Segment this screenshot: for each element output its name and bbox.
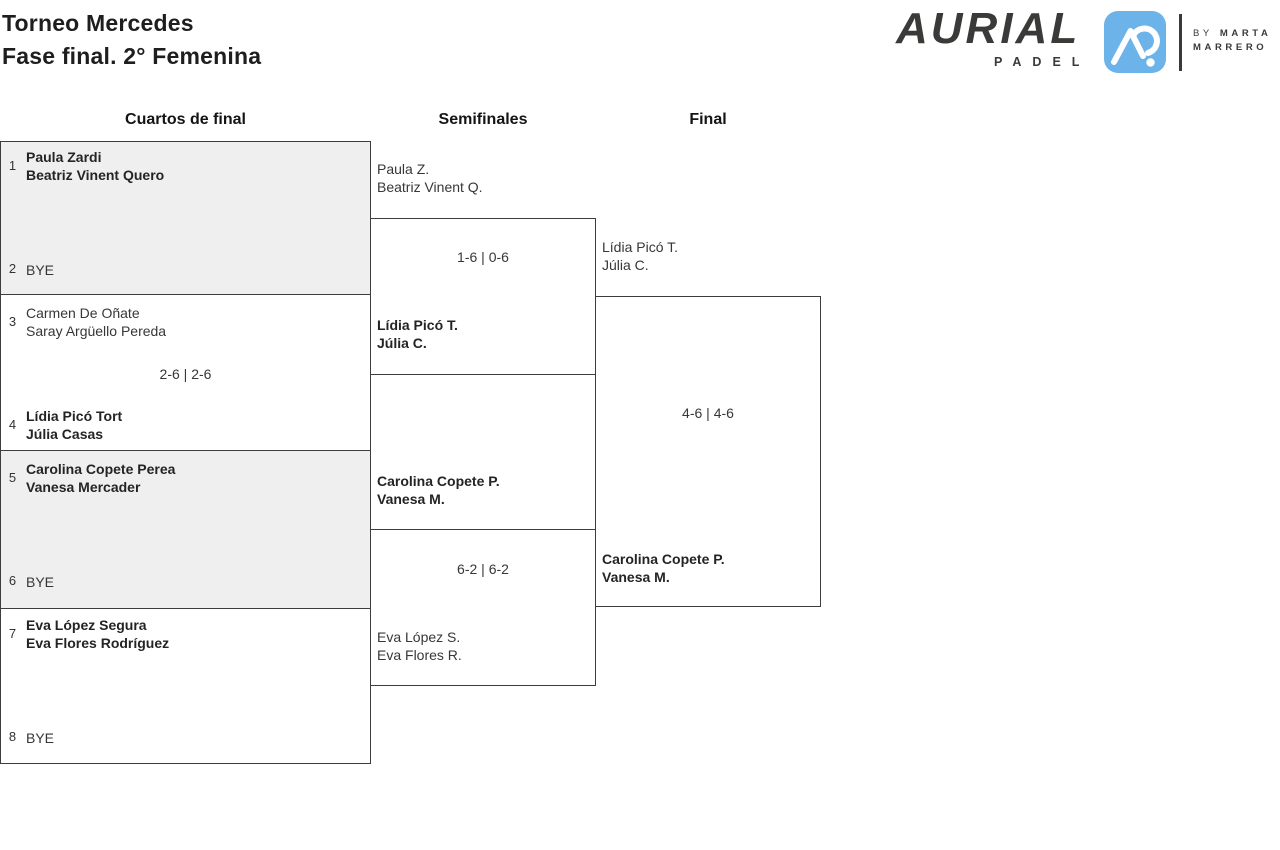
logo-wordmark-sub: PADEL bbox=[994, 55, 1091, 69]
player-name: Paula Zardi bbox=[26, 149, 102, 165]
team-name: Carmen De Oñate Saray Argüello Pereda bbox=[26, 304, 166, 340]
match-score: 2-6 | 2-6 bbox=[159, 366, 212, 382]
player-name: Lídia Picó Tort bbox=[26, 408, 123, 424]
sf-match-2-box bbox=[370, 529, 596, 686]
player-name: Vanesa Mercader bbox=[26, 479, 141, 495]
player-name: Júlia Casas bbox=[26, 426, 104, 442]
player-name: BYE bbox=[26, 262, 55, 278]
byline-line2: MARRERO bbox=[1193, 41, 1268, 53]
seed-number: 5 bbox=[8, 470, 17, 485]
logo-divider bbox=[1179, 14, 1182, 71]
player-name: Carolina Copete P. bbox=[377, 473, 500, 489]
column-header-final: Final bbox=[689, 111, 727, 128]
player-name: Eva Flores R. bbox=[377, 647, 462, 663]
qf-match-3-box bbox=[0, 450, 371, 609]
page-title: Torneo Mercedes Fase final. 2° Femenina bbox=[2, 7, 261, 73]
player-name: Paula Z. bbox=[377, 161, 430, 177]
player-name: Eva Flores Rodríguez bbox=[26, 635, 170, 651]
match-score: 1-6 | 0-6 bbox=[457, 249, 509, 265]
column-header-semifinals: Semifinales bbox=[438, 111, 528, 128]
seed-number: 4 bbox=[8, 417, 17, 432]
player-name: Beatriz Vinent Quero bbox=[26, 167, 165, 183]
player-name: Eva López S. bbox=[377, 629, 461, 645]
team-name: BYE bbox=[26, 573, 54, 591]
player-name: Vanesa M. bbox=[602, 569, 670, 585]
player-name: Júlia C. bbox=[602, 257, 649, 273]
seed-number: 2 bbox=[8, 261, 17, 276]
team-name: Lídia Picó Tort Júlia Casas bbox=[26, 407, 122, 443]
column-header-quarterfinals: Cuartos de final bbox=[125, 111, 246, 128]
player-name: BYE bbox=[26, 574, 55, 590]
seed-number: 6 bbox=[8, 573, 17, 588]
aurial-a-icon bbox=[1104, 11, 1166, 73]
qf-match-4-box bbox=[0, 608, 371, 764]
team-name: BYE bbox=[26, 729, 54, 747]
player-name: Lídia Picó T. bbox=[377, 317, 458, 333]
team-name: Paula Z. Beatriz Vinent Q. bbox=[377, 160, 483, 196]
match-score: 6-2 | 6-2 bbox=[457, 561, 509, 577]
team-name: Eva López S. Eva Flores R. bbox=[377, 628, 462, 664]
team-name: BYE bbox=[26, 261, 54, 279]
phase-category: Fase final. 2° Femenina bbox=[2, 43, 262, 69]
qf-match-2-box bbox=[0, 294, 371, 451]
player-name: Vanesa M. bbox=[377, 491, 445, 507]
seed-number: 7 bbox=[8, 626, 17, 641]
team-name: Lídia Picó T. Júlia C. bbox=[377, 316, 458, 352]
player-name: Júlia C. bbox=[377, 335, 427, 351]
team-name: Paula Zardi Beatriz Vinent Quero bbox=[26, 148, 164, 184]
team-name: Lídia Picó T. Júlia C. bbox=[602, 238, 678, 274]
team-name: Carolina Copete P. Vanesa M. bbox=[377, 472, 500, 508]
player-name: Eva López Segura bbox=[26, 617, 147, 633]
player-name: BYE bbox=[26, 730, 55, 746]
team-name: Carolina Copete Perea Vanesa Mercader bbox=[26, 460, 175, 496]
player-name: Lídia Picó T. bbox=[602, 239, 679, 255]
player-name: Carmen De Oñate bbox=[26, 305, 140, 321]
tournament-name: Torneo Mercedes bbox=[2, 10, 194, 36]
player-name: Carolina Copete Perea bbox=[26, 461, 176, 477]
seed-number: 8 bbox=[8, 729, 17, 744]
qf-match-1-box bbox=[0, 141, 371, 295]
team-name: Eva López Segura Eva Flores Rodríguez bbox=[26, 616, 169, 652]
player-name: Beatriz Vinent Q. bbox=[377, 179, 483, 195]
seed-number: 3 bbox=[8, 314, 17, 329]
match-score: 4-6 | 4-6 bbox=[682, 405, 734, 421]
logo-wordmark: AURIAL bbox=[896, 4, 1081, 53]
seed-number: 1 bbox=[8, 158, 17, 173]
team-name: Carolina Copete P. Vanesa M. bbox=[602, 550, 725, 586]
final-match-box bbox=[595, 296, 821, 607]
player-name: Carolina Copete P. bbox=[602, 551, 725, 567]
player-name: Saray Argüello Pereda bbox=[26, 323, 167, 339]
